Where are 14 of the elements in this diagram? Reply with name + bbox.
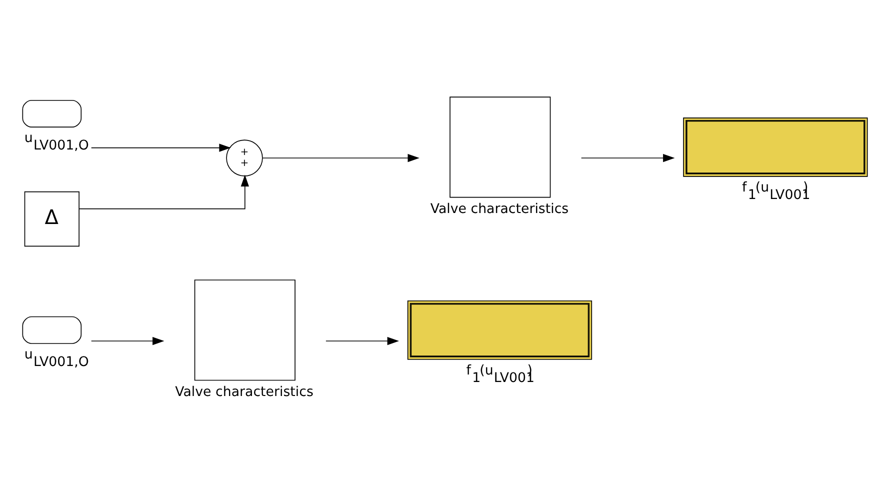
node-label: Valve characteristics xyxy=(430,201,569,216)
node-label: Valve characteristics xyxy=(175,384,314,400)
arrow xyxy=(90,143,231,152)
arrow xyxy=(580,153,675,162)
node-box xyxy=(22,99,82,128)
arrow xyxy=(326,336,400,345)
arrow xyxy=(90,336,164,345)
node-box xyxy=(194,279,296,380)
node-box: Δ xyxy=(24,190,80,246)
arrow xyxy=(78,174,249,209)
arrow xyxy=(262,153,420,162)
node-circle: + + xyxy=(226,139,263,176)
node-box xyxy=(450,96,551,198)
node-box xyxy=(22,316,82,344)
